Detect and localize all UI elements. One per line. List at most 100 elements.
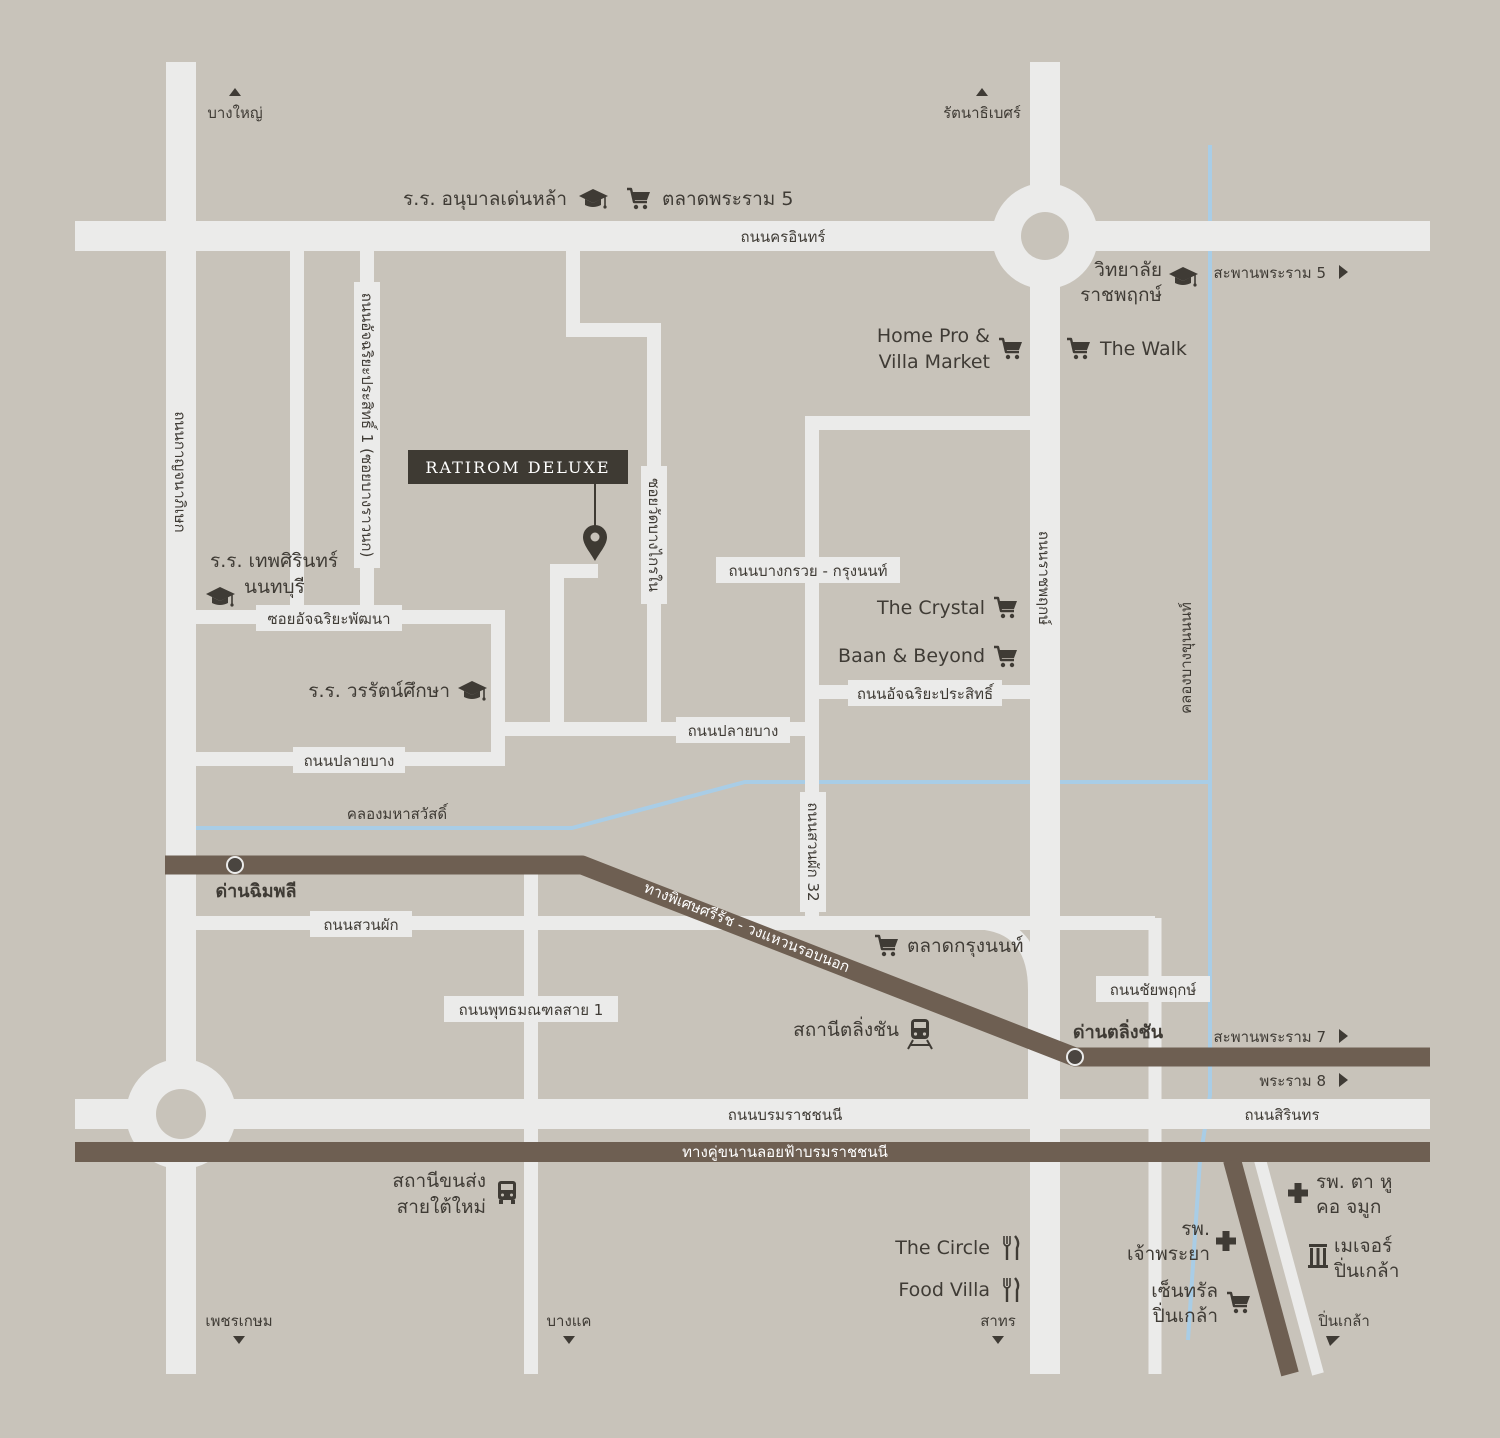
poi-talat-phra-ram-5: ตลาดพระราม 5 [662,188,793,210]
shopping-cart-icon [625,187,652,211]
toll-label-chimphli: ด่านฉิมพลี [215,881,296,902]
poi-chaophraya-line1: รพ. [1181,1218,1210,1240]
poi-major-line2: ปิ่นเกล้า [1333,1257,1399,1282]
direction-up-icon [229,88,241,96]
road-label-atchariya-prasit-box: ถนนอัจฉริยะประสิทธิ์ [848,680,1002,706]
expressway-elevated-label: ทางคู่ขนานลอยฟ้าบรมราชชนนี [682,1143,888,1161]
road-label-plai-bang-center: ถนนปลายบาง [688,722,779,740]
road-label-soi-wat-bang-krai-nai-box: ซอยวัดบางไกรใน [641,466,667,604]
poi-college-line1: วิทยาลัย [1094,259,1162,281]
direction-down-icon [563,1336,575,1344]
train-icon [907,1018,933,1050]
toll-taling-chan-marker [1066,1048,1084,1066]
poi-major-line1: เมเจอร์ [1334,1235,1392,1257]
fork-knife-icon [1002,1234,1020,1262]
poi-college-line2: ราชพฤกษ์ [1080,284,1162,306]
poi-bus-terminal-line1: สถานีขนส่ง [392,1170,486,1192]
direction-right-icon [1339,265,1348,279]
poi-talat-krung-non: ตลาดกรุงนนท์ [907,935,1023,958]
road-label-kanchanaphisek: ถนนกาญจนาภิเษก [171,411,189,532]
road-label-plai-bang-center-box: ถนนปลายบาง [676,717,790,743]
shopping-cart-icon [1065,337,1092,361]
cross-icon [1288,1183,1308,1203]
road-label-suan-phak: ถนนสวนผัก [323,916,398,934]
road-label-sirindhorn: ถนนสิรินทร [1245,1106,1320,1124]
direction-up-icon [976,88,988,96]
road-label-suan-phak-32-box: ถนนสวนผัก 32 [800,792,826,912]
road-label-atchariya-prasit-1-box: ถนนอัจฉริยะประสิทธิ์ 1 (ซอยบางราวนก) [354,282,380,568]
expressway-si-rat [165,855,1430,1067]
shopping-cart-icon [1225,1291,1252,1315]
poi-homepro-line2: Villa Market [879,351,990,373]
shopping-cart-icon [873,934,900,958]
map-pin-icon [583,525,607,561]
graduation-cap-icon [205,586,236,608]
road-label-suan-phak-32: ถนนสวนผัก 32 [804,802,822,901]
poi-baan-beyond: Baan & Beyond [838,645,985,667]
road-label-phutthamonthon-sai-1: ถนนพุทธมณฑลสาย 1 [459,1001,604,1020]
road-label-soi-wat-bang-krai-nai: ซอยวัดบางไกรใน [645,478,663,592]
direction-down-left-icon [1326,1336,1340,1346]
road-label-plai-bang-left: ถนนปลายบาง [304,752,395,770]
road-bang-kruai-krung-non [805,416,1030,916]
direction-rattanathibet: รัตนาธิเบศร์ [943,104,1021,122]
road-label-chaiyaphruek-box: ถนนชัยพฤกษ์ [1096,976,1210,1002]
poi-the-circle: The Circle [894,1237,990,1259]
direction-right-icon [1339,1073,1348,1087]
project-name: RATIROM DELUXE [425,458,610,477]
roundabout-north [992,183,1098,289]
road-label-khrue-inthon: ถนนครอินทร์ [741,228,826,246]
direction-sathon: สาทร [980,1312,1016,1330]
poi-worarat-school: ร.ร. วรรัตน์ศึกษา [308,680,450,702]
roundabout-south [126,1059,236,1169]
road-label-suan-phak-box: ถนนสวนผัก [310,911,412,937]
poi-ent-line2: คอ จมูก [1316,1196,1381,1218]
direction-phra-ram-7-bridge: สะพานพระราม 7 [1214,1028,1326,1046]
poi-thepsirin-line2: นนทบุรี [244,576,305,599]
canal-label-maha-sawat: คลองมหาสวัสดิ์ [347,803,449,823]
road-label-soi-atchariya-phatthana: ซอยอัจฉริยะพัฒนา [267,610,390,628]
road-label-plai-bang-left-box: ถนนปลายบาง [293,747,405,773]
canal-maha-sawat [196,780,1212,830]
poi-thepsirin-line1: ร.ร. เทพศิรินทร์ [210,550,338,572]
expressways [75,855,1430,1377]
shopping-cart-icon [992,645,1019,669]
cross-icon [1216,1231,1236,1251]
poi-chaophraya-line2: เจ้าพระยา [1127,1243,1210,1265]
poi-the-crystal: The Crystal [876,597,985,619]
road-label-phutthamonthon-box: ถนนพุทธมณฑลสาย 1 [444,996,618,1022]
poi-anuban-school: ร.ร. อนุบาลเด่นหล้า [403,188,567,211]
poi-central-line2: ปิ่นเกล้า [1152,1302,1218,1327]
poi-bus-terminal-line2: สายใต้ใหม่ [397,1196,486,1218]
direction-down-icon [233,1336,245,1344]
road-label-atchariya-prasit-1: ถนนอัจฉริยะประสิทธิ์ 1 (ซอยบางราวนก) [358,293,378,558]
direction-phet-kasem: เพชรเกษม [205,1312,272,1330]
direction-phra-ram-8: พระราม 8 [1259,1072,1326,1090]
graduation-cap-icon [578,188,609,210]
road-label-atchariya-prasit: ถนนอัจฉริยะประสิทธิ์ [857,683,995,703]
road-suan-phak-curve [983,916,1042,1100]
poi-taling-chan-station: สถานีตลิ่งชัน [793,1016,899,1041]
graduation-cap-icon [1168,266,1199,288]
direction-bang-khae: บางแค [547,1312,592,1330]
road-label-borommaratchachonnani: ถนนบรมราชชนนี [728,1106,842,1124]
toll-chimphli-marker [226,856,244,874]
road-pin-klao-diagonal [1254,1158,1324,1376]
canal-label-bang-khun-non: คลองบางขุนนนท์ [1177,602,1196,714]
poi-food-villa: Food Villa [898,1279,990,1301]
project-marker: RATIROM DELUXE [408,450,628,561]
road-label-soi-atchariya-phatthana-box: ซอยอัจฉริยะพัฒนา [256,605,402,631]
direction-right-icon [1339,1029,1348,1043]
graduation-cap-icon [457,680,488,702]
road-label-bang-kruai-box: ถนนบางกรวย - กรุงนนท์ [716,557,900,583]
poi-ent-line1: รพ. ตา หู [1316,1171,1392,1193]
poi-the-walk: The Walk [1099,338,1187,360]
direction-down-icon [992,1336,1004,1344]
columns-icon [1308,1244,1328,1268]
road-label-ratchaphruek: ถนนราชพฤกษ์ [1035,531,1053,626]
direction-bang-yai: บางใหญ่ [207,104,262,122]
direction-phra-ram-5-bridge: สะพานพระราม 5 [1214,264,1326,282]
poi-homepro-line1: Home Pro & [877,325,990,347]
poi-central-line1: เซ็นทรัล [1151,1278,1218,1302]
